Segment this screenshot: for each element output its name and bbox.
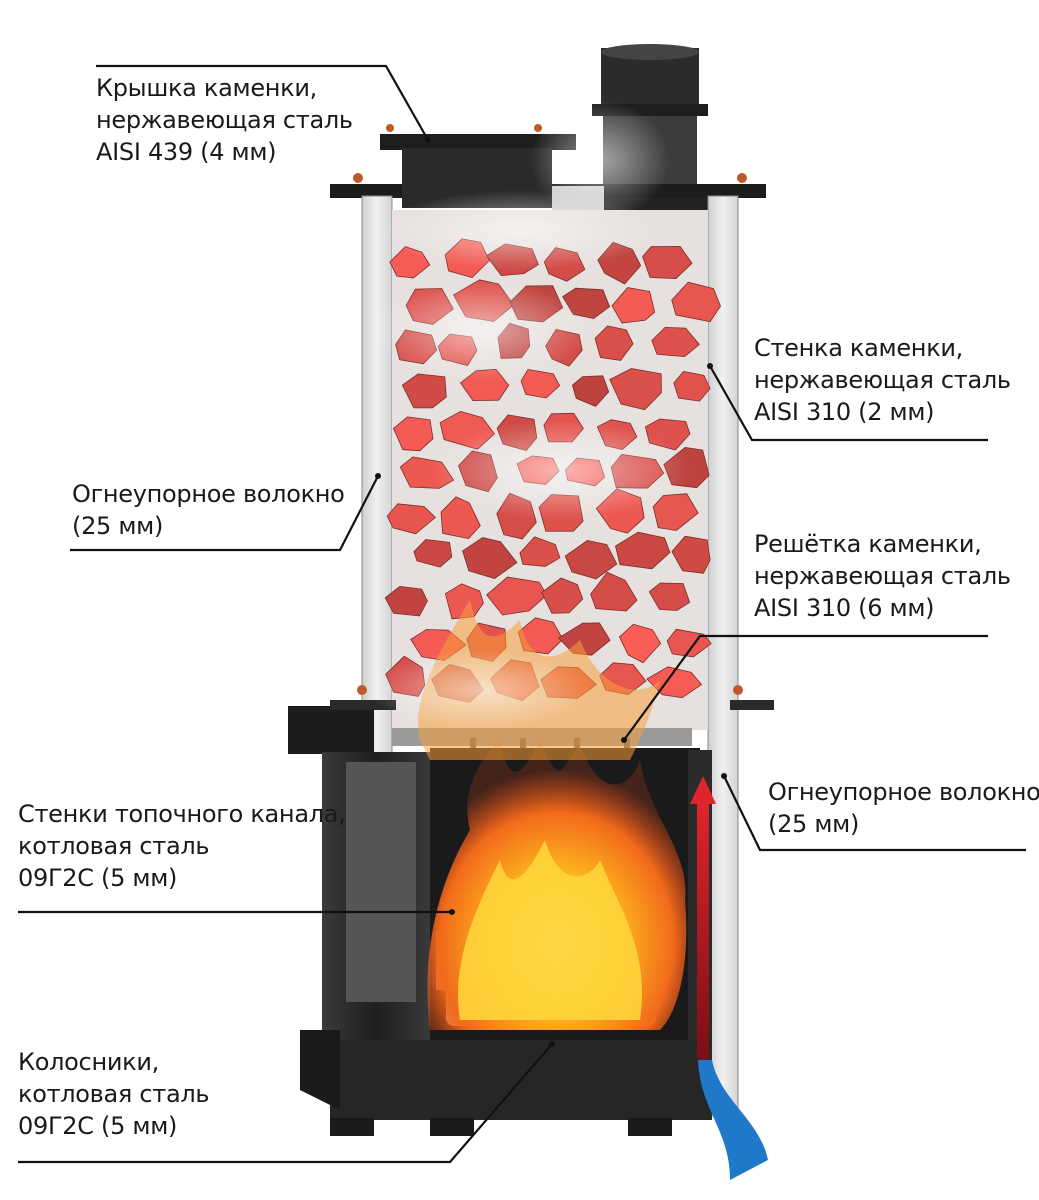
- label-line: (25 мм): [72, 512, 164, 540]
- stone: [671, 535, 711, 574]
- label-lid: Крышка каменки, нержавеющая сталь AISI 4…: [96, 72, 353, 168]
- stone: [384, 585, 428, 617]
- label-line: котловая сталь: [18, 1080, 210, 1108]
- label-line: (25 мм): [768, 810, 860, 838]
- leader-dot: [425, 137, 431, 143]
- label-line: Огнеупорное волокно: [72, 480, 345, 508]
- stone: [609, 368, 662, 411]
- leader-fiber-upper: [70, 475, 379, 552]
- stone: [671, 281, 721, 323]
- stone: [393, 416, 434, 452]
- stone: [618, 623, 662, 664]
- label-line: AISI 310 (6 мм): [754, 594, 935, 622]
- leader-dot: [721, 773, 727, 779]
- label-line: 09Г2С (5 мм): [18, 864, 178, 892]
- stone: [590, 571, 638, 612]
- stone: [642, 245, 693, 280]
- middle-flange: [288, 685, 774, 754]
- leader-wall: [709, 365, 988, 442]
- stone: [462, 537, 518, 579]
- label-grates: Колосники, котловая сталь 09Г2С (5 мм): [18, 1046, 210, 1142]
- stone: [615, 531, 671, 570]
- leader-lid: [96, 64, 429, 141]
- leader-dot: [375, 473, 381, 479]
- stone: [652, 493, 699, 531]
- steam-smoke: [370, 100, 690, 730]
- label-wall: Стенка каменки, нержавеющая сталь AISI 3…: [754, 332, 1011, 428]
- stone: [594, 325, 634, 361]
- leader-fiber-lower: [723, 775, 1026, 852]
- leader-dot: [549, 1041, 555, 1047]
- fiber-insulation-right: [707, 195, 739, 1117]
- leader-dot: [707, 363, 713, 369]
- label-line: 09Г2С (5 мм): [18, 1112, 178, 1140]
- label-line: Стенка каменки,: [754, 334, 964, 362]
- stone: [519, 536, 561, 567]
- label-line: нержавеющая сталь: [754, 562, 1011, 590]
- stone: [386, 503, 437, 535]
- leader-dot: [621, 737, 627, 743]
- stone: [651, 326, 700, 358]
- label-firebox-walls: Стенки топочного канала, котловая сталь …: [18, 798, 346, 894]
- stone: [611, 287, 656, 324]
- label-line: нержавеющая сталь: [96, 106, 353, 134]
- label-line: котловая сталь: [18, 832, 210, 860]
- stone: [486, 576, 548, 616]
- stone: [648, 582, 691, 611]
- stone: [557, 622, 611, 656]
- stone: [520, 369, 561, 399]
- label-fiber-lower: Огнеупорное волокно (25 мм): [768, 776, 1039, 840]
- cold-air-arrow: [698, 1060, 768, 1180]
- label-line: Стенки топочного канала,: [18, 800, 346, 828]
- stone: [673, 370, 711, 402]
- leader-grates: [18, 1043, 553, 1164]
- label-fiber-upper: Огнеупорное волокно (25 мм): [72, 478, 345, 542]
- stone: [541, 577, 584, 614]
- stone: [571, 375, 610, 407]
- label-line: Колосники,: [18, 1048, 159, 1076]
- stone: [413, 539, 453, 568]
- label-line: Решётка каменки,: [754, 530, 982, 558]
- stone: [564, 539, 618, 580]
- label-line: нержавеющая сталь: [754, 366, 1011, 394]
- label-line: Огнеупорное волокно: [768, 778, 1039, 806]
- hot-air-arrow: [690, 776, 716, 1060]
- leader-grate: [623, 634, 988, 741]
- label-line: AISI 310 (2 мм): [754, 398, 935, 426]
- label-line: Крышка каменки,: [96, 74, 318, 102]
- label-grate: Решётка каменки, нержавеющая сталь AISI …: [754, 528, 1011, 624]
- label-line: AISI 439 (4 мм): [96, 138, 277, 166]
- leader-dot: [449, 909, 455, 915]
- leader-lines: [18, 64, 1026, 1164]
